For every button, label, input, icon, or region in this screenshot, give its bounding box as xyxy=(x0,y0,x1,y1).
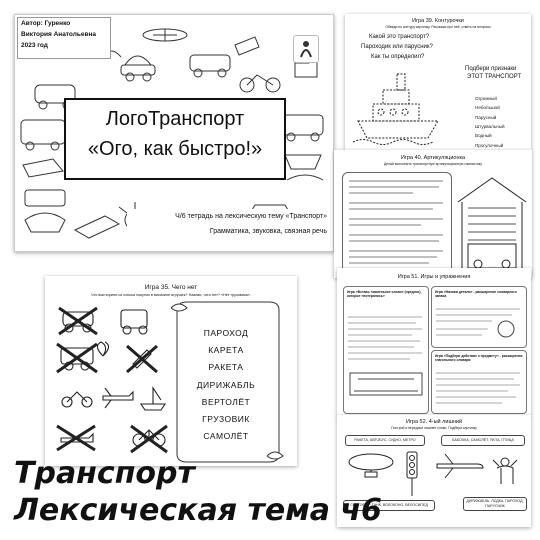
boat-toy xyxy=(139,386,167,411)
sign-item: Штурвальный xyxy=(475,123,505,129)
scroll-words: ПАРОХОД КАРЕТА РАКЕТА ДИРИЖАБЛЬ ВЕРТОЛЁТ ГРУЗ… xyxy=(177,328,275,458)
scroll-word: ГРУЗОВИК xyxy=(202,414,250,424)
airship-picture xyxy=(348,453,394,478)
carriage-toy xyxy=(120,309,148,335)
p40-instruction: Делай выполнять транспортную артикуляцио… xyxy=(384,162,482,166)
author-label: Автор: Гуренко xyxy=(21,20,71,27)
sign-item: Небольшой xyxy=(475,105,500,111)
odd-one-option-2: БАБОЧКА, САМОЛЁТ, ЯХТА, ПТИЦА xyxy=(441,435,525,446)
box3-title: Игра «Подбери действие к предмету» - рас… xyxy=(435,354,523,362)
notebook-label: Ч/6 тетрадь на лексическую тему «Транспо… xyxy=(175,213,327,220)
bicycle-toy-crossed xyxy=(130,424,168,454)
page-game-51: Игра 51. Игры и упражнения Игра «Вставь … xyxy=(337,268,531,416)
odd-one-option-3: СВЕТОФОР, ТАНК, ВОЛОКОНО, ВЕЛОСИПЕД xyxy=(343,500,435,511)
p52-header: Игра 52. 4-ый лишний xyxy=(405,419,463,425)
p39-signs-title: Подбери признаки xyxy=(465,66,517,72)
exercise-text-block xyxy=(342,172,452,274)
scroll-word: РАКЕТА xyxy=(208,362,244,373)
exercise-text-lines xyxy=(349,180,443,264)
rocket-toy-crossed xyxy=(126,344,158,374)
p40-header: Игра 40. Артикуляционка xyxy=(400,155,466,161)
butterfly-toy xyxy=(96,341,110,357)
odd-one-illustrations xyxy=(348,451,518,496)
cover-info-box: Ч/6 тетрадь на лексическую тему «Транспо… xyxy=(127,209,331,247)
p35-header: Игра 35. Чего нет xyxy=(144,284,198,291)
scroll-word: ПАРОХОД xyxy=(203,328,249,338)
banner-line-1: Транспорт xyxy=(14,456,195,491)
sign-item: Парусный xyxy=(475,114,497,120)
scroll-shape xyxy=(170,301,284,463)
box1-title: Игра «Вставь «маленькое слово» (предлог)… xyxy=(347,290,422,298)
box2-title: Игра «Назови детали» - расширение словар… xyxy=(435,290,517,298)
scroll-word: КАРЕТА xyxy=(208,345,244,356)
p39-signs-subtitle: ЭТОТ ТРАНСПОРТ xyxy=(467,74,522,80)
sign-item: Водный xyxy=(475,133,492,139)
scroll-word: САМОЛЁТ xyxy=(203,431,249,442)
logo-icon xyxy=(300,41,312,58)
p51-header: Игра 51. Игры и упражнения xyxy=(397,274,471,280)
publisher-logo xyxy=(293,35,319,63)
author-name: Виктория Анатольевна xyxy=(21,31,96,38)
plane-toy-crossed xyxy=(56,424,96,452)
traffic-light-picture xyxy=(406,451,418,496)
banner-line-2: Лексическая тема ч6 xyxy=(14,493,382,528)
plane-picture xyxy=(436,453,484,479)
p52-instruction: Построй и передачи лишнее слово. Подбери… xyxy=(391,426,477,430)
garage-illustration xyxy=(457,177,527,271)
box3-text-lines xyxy=(436,372,520,404)
sign-item: Прогулочный xyxy=(475,142,504,148)
actions-game-box: Игра «Подбери действие к предмету» - рас… xyxy=(431,350,527,414)
deer-picture xyxy=(492,457,518,484)
cover-title: ЛогоТранспорт xyxy=(105,108,245,130)
moped-toy xyxy=(61,391,93,408)
cover-year: 2023 год xyxy=(21,42,48,49)
author-box: Автор: Гуренко Виктория Анатольевна 2023… xyxy=(17,17,111,59)
box2-text-lines xyxy=(436,308,520,338)
scroll-word: ДИРИЖАБЛЬ xyxy=(196,379,256,390)
plane-toy xyxy=(102,387,134,409)
steamboat-outline xyxy=(353,73,439,145)
page-game-35: Игра 35. Чего нет Что выгнорили из списк… xyxy=(45,276,297,466)
cover-subtitle: «Ого, как быстро!» xyxy=(87,138,263,160)
topics-label: Грамматика, звуковка, связная речь xyxy=(209,228,327,235)
odd-one-option-4: ДИРИЖАБЛЬ, ЛОДКА, ПАРОХОД, ПАРУСНИК xyxy=(463,497,527,511)
p39-question-2: Пароходик или парусник? xyxy=(361,44,433,50)
p39-question-3: Как ты определил? xyxy=(371,54,425,60)
p39-question-1: Какой это транспорт? xyxy=(369,34,430,40)
cover-page: Автор: Гуренко Виктория Анатольевна 2023… xyxy=(14,14,334,252)
sign-item: Огромный xyxy=(475,96,497,101)
scroll-word: ВЕРТОЛЁТ xyxy=(201,396,251,407)
title-box: ЛогоТранспорт «Ого, как быстро!» xyxy=(64,98,286,180)
toys-grid xyxy=(56,306,168,454)
page-game-39: Игра 39. Контурочки Обведи по контуру ка… xyxy=(345,14,531,151)
bus-toy-crossed xyxy=(56,342,98,374)
p39-header: Игра 39. Контурочки xyxy=(412,18,464,24)
page-game-40: Игра 40. Артикуляционка Делай выполнять … xyxy=(334,150,532,278)
preposition-game-box: Игра «Вставь «маленькое слово» (предлог)… xyxy=(343,286,429,414)
p39-instruction: Обведи по контуру картинку. Расскажи про… xyxy=(385,25,491,29)
car-toy-crossed xyxy=(58,306,98,336)
odd-one-option-1: РАКЕТА, АВТОБУС, СУДНО, МЕТРО xyxy=(345,435,425,446)
details-game-box: Игра «Назови детали» - расширение словар… xyxy=(431,286,527,348)
p35-instruction: Что выгнорили из списка покупок в магази… xyxy=(91,293,251,297)
page-game-52: Игра 52. 4-ый лишний Построй и передачи … xyxy=(337,415,531,527)
box1-text-lines xyxy=(348,316,423,396)
